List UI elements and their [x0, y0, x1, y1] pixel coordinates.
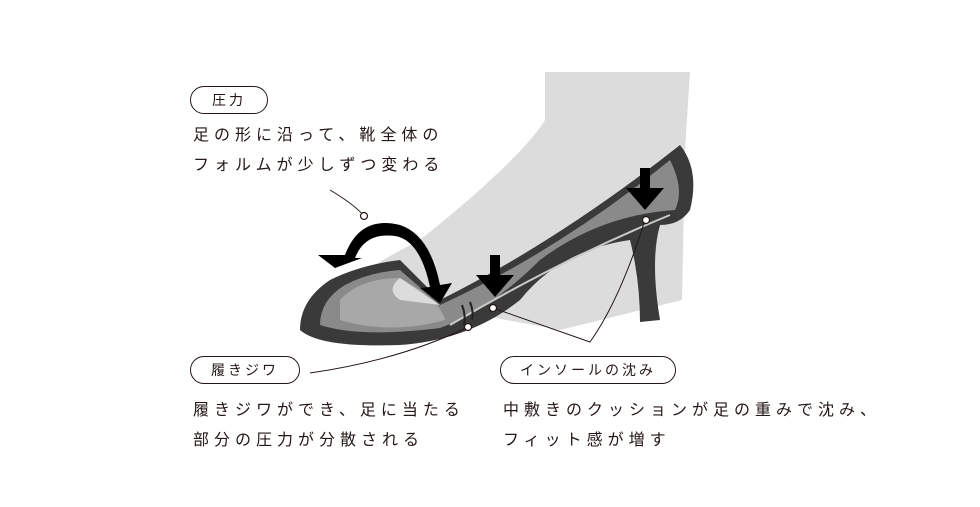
- leg-foot: [350, 72, 690, 330]
- wrinkle-marks: [461, 301, 474, 326]
- wrinkles-text-2: 部分の圧力が分散される: [193, 430, 425, 449]
- anchor-points: [359, 211, 651, 332]
- insole-text-2: フィット感が増す: [503, 430, 671, 449]
- pressure-label: 圧力: [190, 86, 268, 114]
- arrow-icon: [318, 168, 664, 303]
- wrinkles-label: 履きジワ: [190, 356, 300, 384]
- insole-text-1: 中敷きのクッションが足の重みで沈み、: [503, 400, 882, 419]
- wrinkles-text-1: 履きジワができ、足に当たる: [193, 400, 465, 419]
- pressure-text-1: 足の形に沿って、靴全体の: [193, 125, 444, 144]
- toe-insole: [340, 278, 445, 328]
- insole-label: インソールの沈み: [500, 356, 676, 384]
- pressure-text-2: フォルムが少しずつ変わる: [193, 155, 445, 174]
